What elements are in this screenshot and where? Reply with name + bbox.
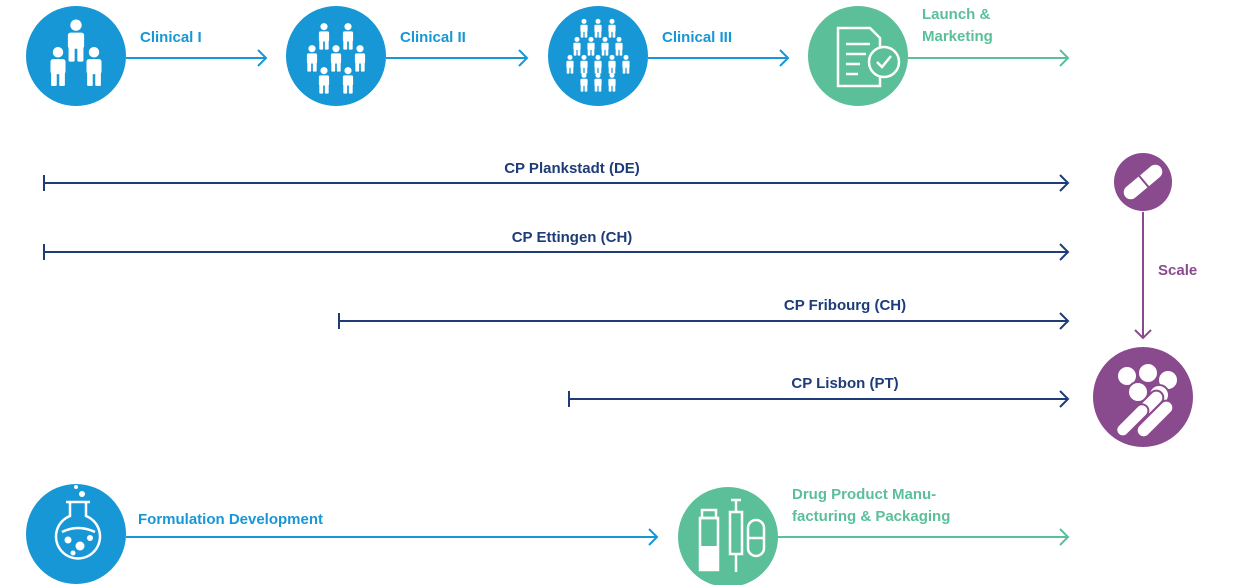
timeline-lisbon [568, 390, 1070, 408]
label-site-ettingen: CP Ettingen (CH) [511, 229, 633, 246]
label-clinical-3: Clinical III [662, 29, 733, 46]
timeline-plankstadt [43, 174, 1070, 192]
label-launch-line1: Launch & [922, 6, 991, 23]
label-formulation: Formulation Development [138, 511, 324, 528]
people-small-group-icon [26, 6, 126, 106]
label-drug-product-line2: facturing & Packaging [792, 508, 951, 525]
arrow-clinical-1 [126, 49, 268, 67]
scale-arrow [1134, 212, 1152, 340]
arrow-launch [908, 49, 1070, 67]
people-medium-group-icon [286, 6, 386, 106]
label-site-lisbon: CP Lisbon (PT) [791, 375, 899, 392]
many-pills-icon [1093, 347, 1193, 447]
label-clinical-1: Clinical I [140, 29, 202, 46]
arrow-clinical-3 [648, 49, 790, 67]
label-clinical-2: Clinical II [400, 29, 466, 46]
label-site-fribourg: CP Fribourg (CH) [783, 297, 907, 314]
timeline-ettingen [43, 243, 1070, 261]
arrow-formulation [126, 528, 659, 546]
flask-icon [26, 484, 126, 584]
label-launch-line2: Marketing [922, 28, 993, 45]
people-large-group-icon [548, 6, 648, 106]
label-site-plankstadt: CP Plankstadt (DE) [504, 160, 640, 177]
document-check-icon [808, 6, 908, 106]
arrow-clinical-2 [386, 49, 529, 67]
single-pill-icon [1114, 153, 1172, 211]
arrow-drug-product [778, 528, 1070, 546]
label-drug-product-line1: Drug Product Manu- [792, 486, 937, 503]
vial-syringe-capsule-icon [678, 487, 778, 585]
timeline-fribourg [338, 312, 1070, 330]
label-scale: Scale [1158, 262, 1198, 279]
